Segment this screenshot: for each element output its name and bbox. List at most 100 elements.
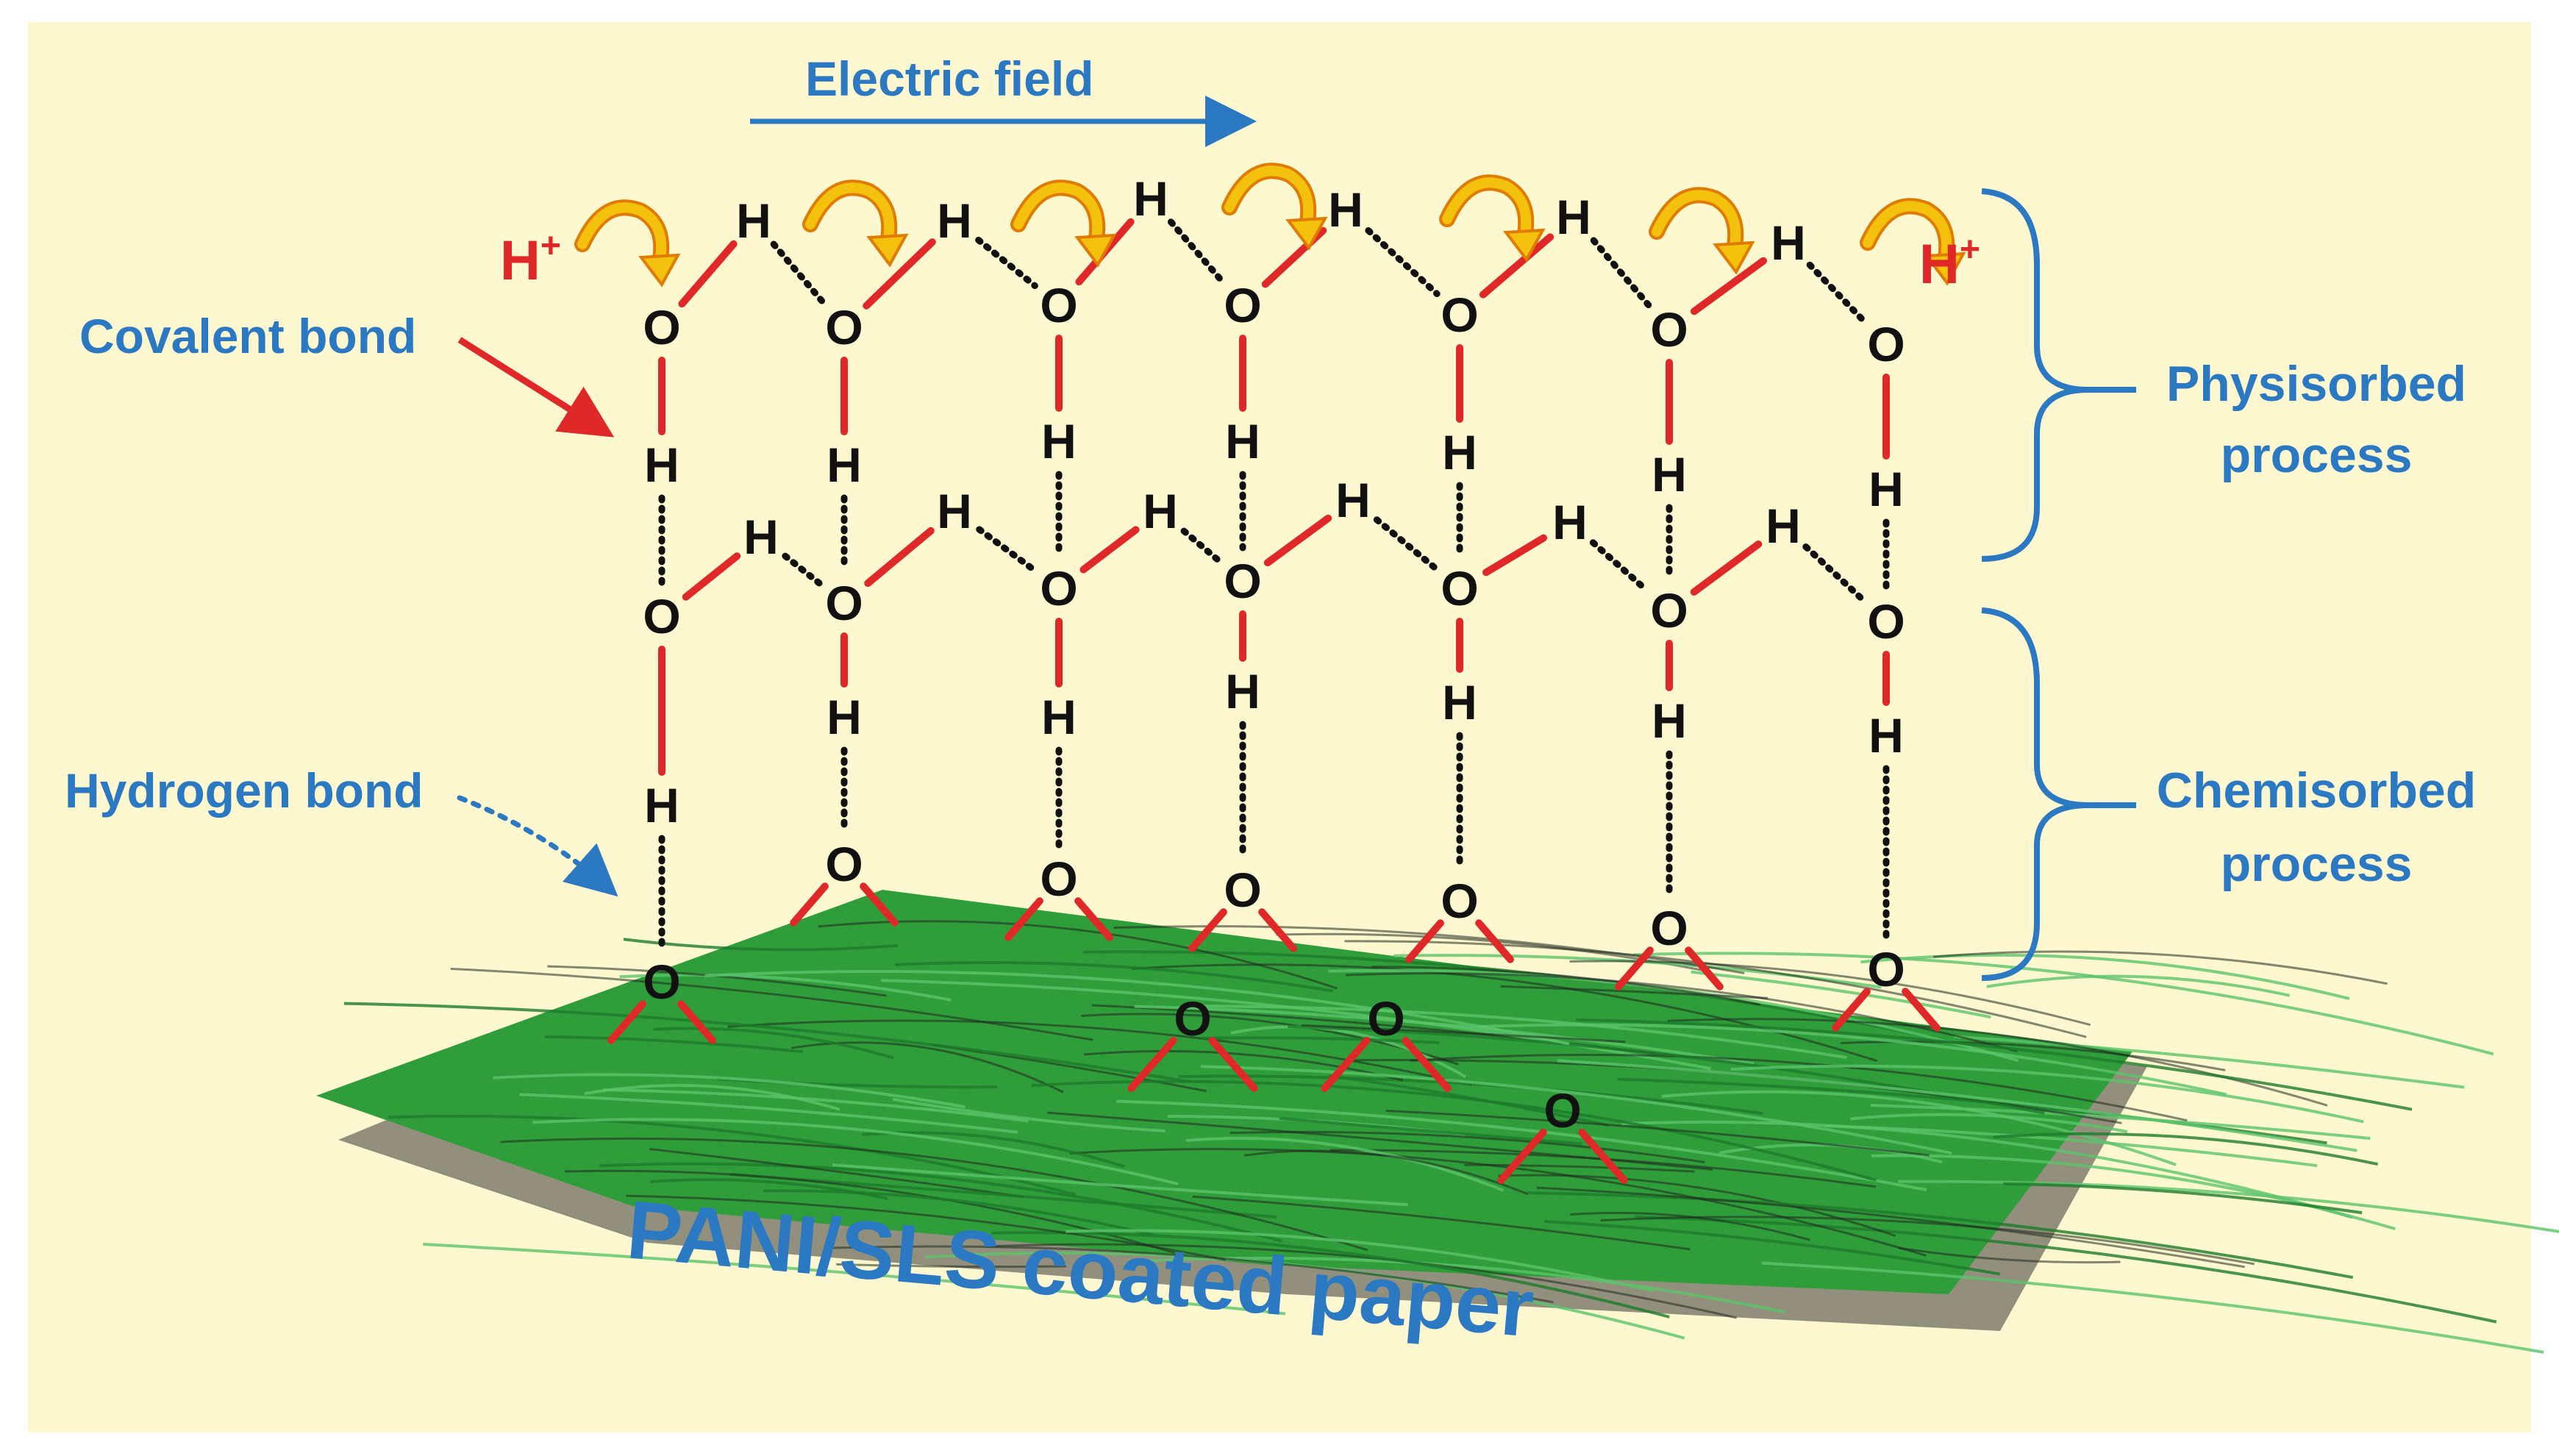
- paper-fiber: [832, 1245, 1554, 1304]
- hydrogen-lower-7: H: [1869, 708, 1904, 763]
- proton-hop-arrow-1: [577, 202, 667, 268]
- paper-fiber: [519, 1093, 1018, 1134]
- oxygen-mid-5: O: [1441, 561, 1478, 615]
- paper-fiber: [1066, 1229, 1654, 1293]
- oxygen-top-4: O: [1224, 278, 1261, 332]
- chemisorbed-label-line1: Chemisorbed: [2157, 763, 2477, 818]
- hydrogen-bond-middle-2: [976, 526, 1038, 574]
- paper-fiber: [1536, 1186, 2245, 1268]
- paper-fiber: [2003, 1182, 2363, 1215]
- paper-fiber: [1031, 1079, 1877, 1182]
- chemisorbed-label-line2: process: [2221, 836, 2413, 892]
- covalent-bond-label: Covalent bond: [79, 309, 416, 363]
- hydrogen-bond-middle-6: [1802, 543, 1867, 604]
- proton-hop-arrowhead-6: [1713, 240, 1755, 275]
- surface-bond-right-5: [1475, 919, 1514, 963]
- paper-fiber: [1850, 1113, 2128, 1133]
- paper-fiber: [1185, 1136, 1505, 1192]
- paper-fiber: [1229, 1130, 1705, 1163]
- hydrogen-lower-5: H: [1442, 675, 1477, 729]
- hydrogen-upper-1: H: [644, 438, 679, 492]
- hydrogen-lower-1: H: [644, 778, 679, 832]
- physisorbed-label-line2: process: [2221, 427, 2413, 483]
- paper-fiber: [791, 1041, 1064, 1093]
- proton-hop-arrowhead-5: [1503, 228, 1546, 263]
- oxygen-mid-1: O: [643, 589, 680, 643]
- hydrogen-top-6: H: [1771, 215, 1806, 270]
- proton-hop-arrowhead-7: [1924, 251, 1966, 286]
- paper-fiber: [1083, 1049, 1404, 1082]
- chemisorbed-brace: [1981, 607, 2089, 981]
- paper-fiber: [649, 1147, 1024, 1199]
- paper-fiber: [1385, 1109, 1930, 1157]
- surface-bond-right-extra-1: [1208, 1037, 1258, 1092]
- covalent-bond-top-5: [1479, 233, 1555, 299]
- covalent-bond-middle-4: [1263, 514, 1332, 567]
- hydrogen-lower-2: H: [827, 690, 862, 744]
- paper-fiber: [603, 1088, 1029, 1123]
- oxygen-top-2: O: [825, 300, 863, 354]
- surface-bond-left-5: [1405, 919, 1444, 963]
- proton-charge-right: +: [1960, 230, 1980, 269]
- proton-hop-arrows: [574, 163, 1966, 288]
- paper-fiber: [763, 1189, 1154, 1237]
- proton-hop-arrowhead-4: [1285, 216, 1328, 251]
- surface-bond-left-2: [790, 882, 829, 927]
- paper-fiber: [626, 1194, 1226, 1261]
- covalent-bond-middle-2: [864, 527, 935, 588]
- paper-fiber: [500, 1137, 1368, 1252]
- hydrogen-middle-6: H: [1766, 499, 1801, 553]
- proton-symbol-left: H: [500, 229, 540, 292]
- paper-fiber: [1986, 974, 2291, 997]
- proton-hop-arrowhead-2: [866, 233, 909, 268]
- oxygen-mid-6: O: [1650, 583, 1688, 638]
- hydrogen-top-5: H: [1556, 190, 1591, 244]
- paper-fiber: [1116, 1099, 1927, 1192]
- atom-layer: OHOHOHHOHOHOHHOHOHOHHOHOHOHHOHOHOHHOHOHO…: [643, 171, 1905, 1138]
- paper-fiber: [1500, 985, 1769, 999]
- oxygen-base-5: O: [1441, 874, 1478, 928]
- hydrogen-bond-label: Hydrogen bond: [65, 763, 424, 818]
- oxygen-mid-4: O: [1224, 554, 1261, 608]
- hydrogen-bond-top-6: [1806, 261, 1869, 326]
- paper-fiber: [1953, 1035, 2465, 1089]
- paper-fiber: [1761, 1261, 2544, 1354]
- oxygen-base-7: O: [1867, 942, 1905, 996]
- hydrogen-bond-arrow: [457, 795, 618, 897]
- paper-fiber: [1993, 1132, 2379, 1166]
- hydrogen-middle-5: H: [1552, 495, 1588, 549]
- hydrogen-middle-2: H: [937, 484, 972, 538]
- proton-charge-left: +: [540, 226, 561, 265]
- paper-fiber: [1464, 1163, 1695, 1173]
- paper-fiber: [894, 961, 1333, 993]
- paper-fiber: [704, 970, 1570, 1046]
- hydrogen-middle-1: H: [743, 510, 779, 564]
- oxygen-mid-7: O: [1867, 594, 1905, 649]
- proton-hop-arrow-5: [1442, 177, 1532, 243]
- surface-bond-left-extra-1: [1127, 1037, 1177, 1092]
- hydrogen-upper-2: H: [827, 438, 862, 492]
- paper-fiber: [1661, 1090, 2177, 1166]
- oxygen-top-7: O: [1867, 317, 1905, 371]
- paper-substrate: [316, 890, 2559, 1354]
- hydrogen-bond-top-1: [770, 240, 828, 307]
- paper-fiber: [1478, 1023, 2227, 1096]
- hydrogen-lower-6: H: [1652, 693, 1687, 748]
- paper-fiber: [565, 1169, 1176, 1255]
- surface-bond-left-7: [1832, 988, 1871, 1032]
- proton-hop-arrow-7: [1863, 201, 1952, 266]
- surface-bond-right-7: [1902, 988, 1941, 1032]
- paper-fiber: [450, 967, 1093, 1041]
- hydrogen-top-4: H: [1328, 182, 1363, 237]
- hydrogen-upper-5: H: [1442, 425, 1477, 479]
- oxygen-top-3: O: [1040, 278, 1077, 332]
- hydrogen-lower-3: H: [1041, 690, 1077, 744]
- hydrogen-lower-4: H: [1225, 664, 1260, 718]
- oxygen-mid-2: O: [825, 576, 863, 630]
- paper-fiber: [1410, 1054, 2188, 1122]
- hydrogen-bond-middle-1: [782, 552, 824, 588]
- hydrogen-top-1: H: [736, 193, 771, 248]
- paper-fiber: [1243, 1149, 1529, 1196]
- hydrogen-bond-top-4: [1365, 226, 1441, 298]
- paper-fiber: [727, 1019, 1472, 1086]
